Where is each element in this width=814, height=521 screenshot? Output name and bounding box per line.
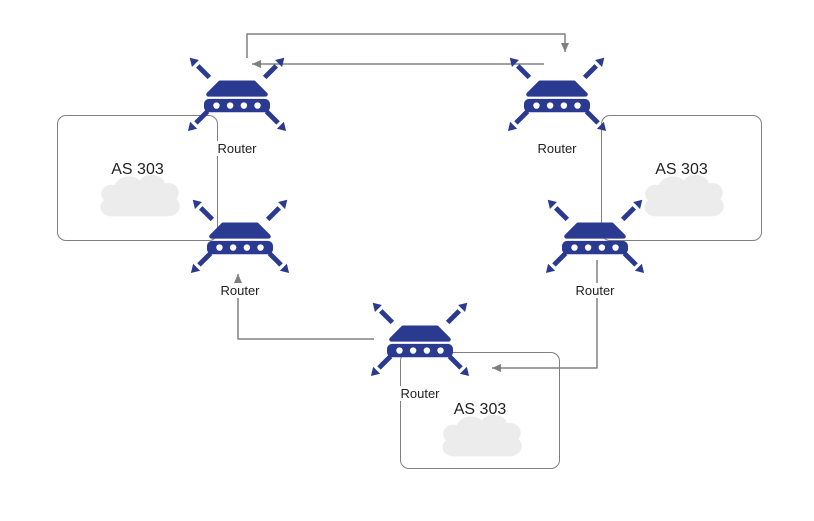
as-box-left[interactable]: AS 303 bbox=[57, 115, 218, 241]
router-node-middle-left[interactable]: Router bbox=[182, 189, 298, 298]
router-label: Router bbox=[573, 283, 617, 298]
as-label: AS 303 bbox=[111, 161, 164, 178]
router-label: Router bbox=[398, 386, 442, 401]
router-icon bbox=[362, 292, 478, 385]
router-label: Router bbox=[215, 141, 259, 156]
router-icon bbox=[537, 189, 653, 282]
as-label: AS 303 bbox=[655, 161, 708, 178]
as-label: AS 303 bbox=[453, 401, 507, 418]
router-node-top-right[interactable]: Router bbox=[499, 47, 615, 156]
router-icon bbox=[182, 189, 298, 282]
as-box-right[interactable]: AS 303 bbox=[601, 115, 762, 241]
connector-topleft-to-topright[interactable] bbox=[246, 33, 569, 58]
as-box-bottom[interactable]: AS 303 bbox=[400, 352, 560, 469]
router-icon bbox=[179, 47, 295, 140]
router-node-middle-right[interactable]: Router bbox=[537, 189, 653, 298]
router-icon bbox=[499, 47, 615, 140]
router-label: Router bbox=[535, 141, 579, 156]
router-node-top-left[interactable]: Router bbox=[179, 47, 295, 156]
router-label: Router bbox=[218, 283, 262, 298]
router-node-bottom-center[interactable]: Router bbox=[362, 292, 478, 401]
